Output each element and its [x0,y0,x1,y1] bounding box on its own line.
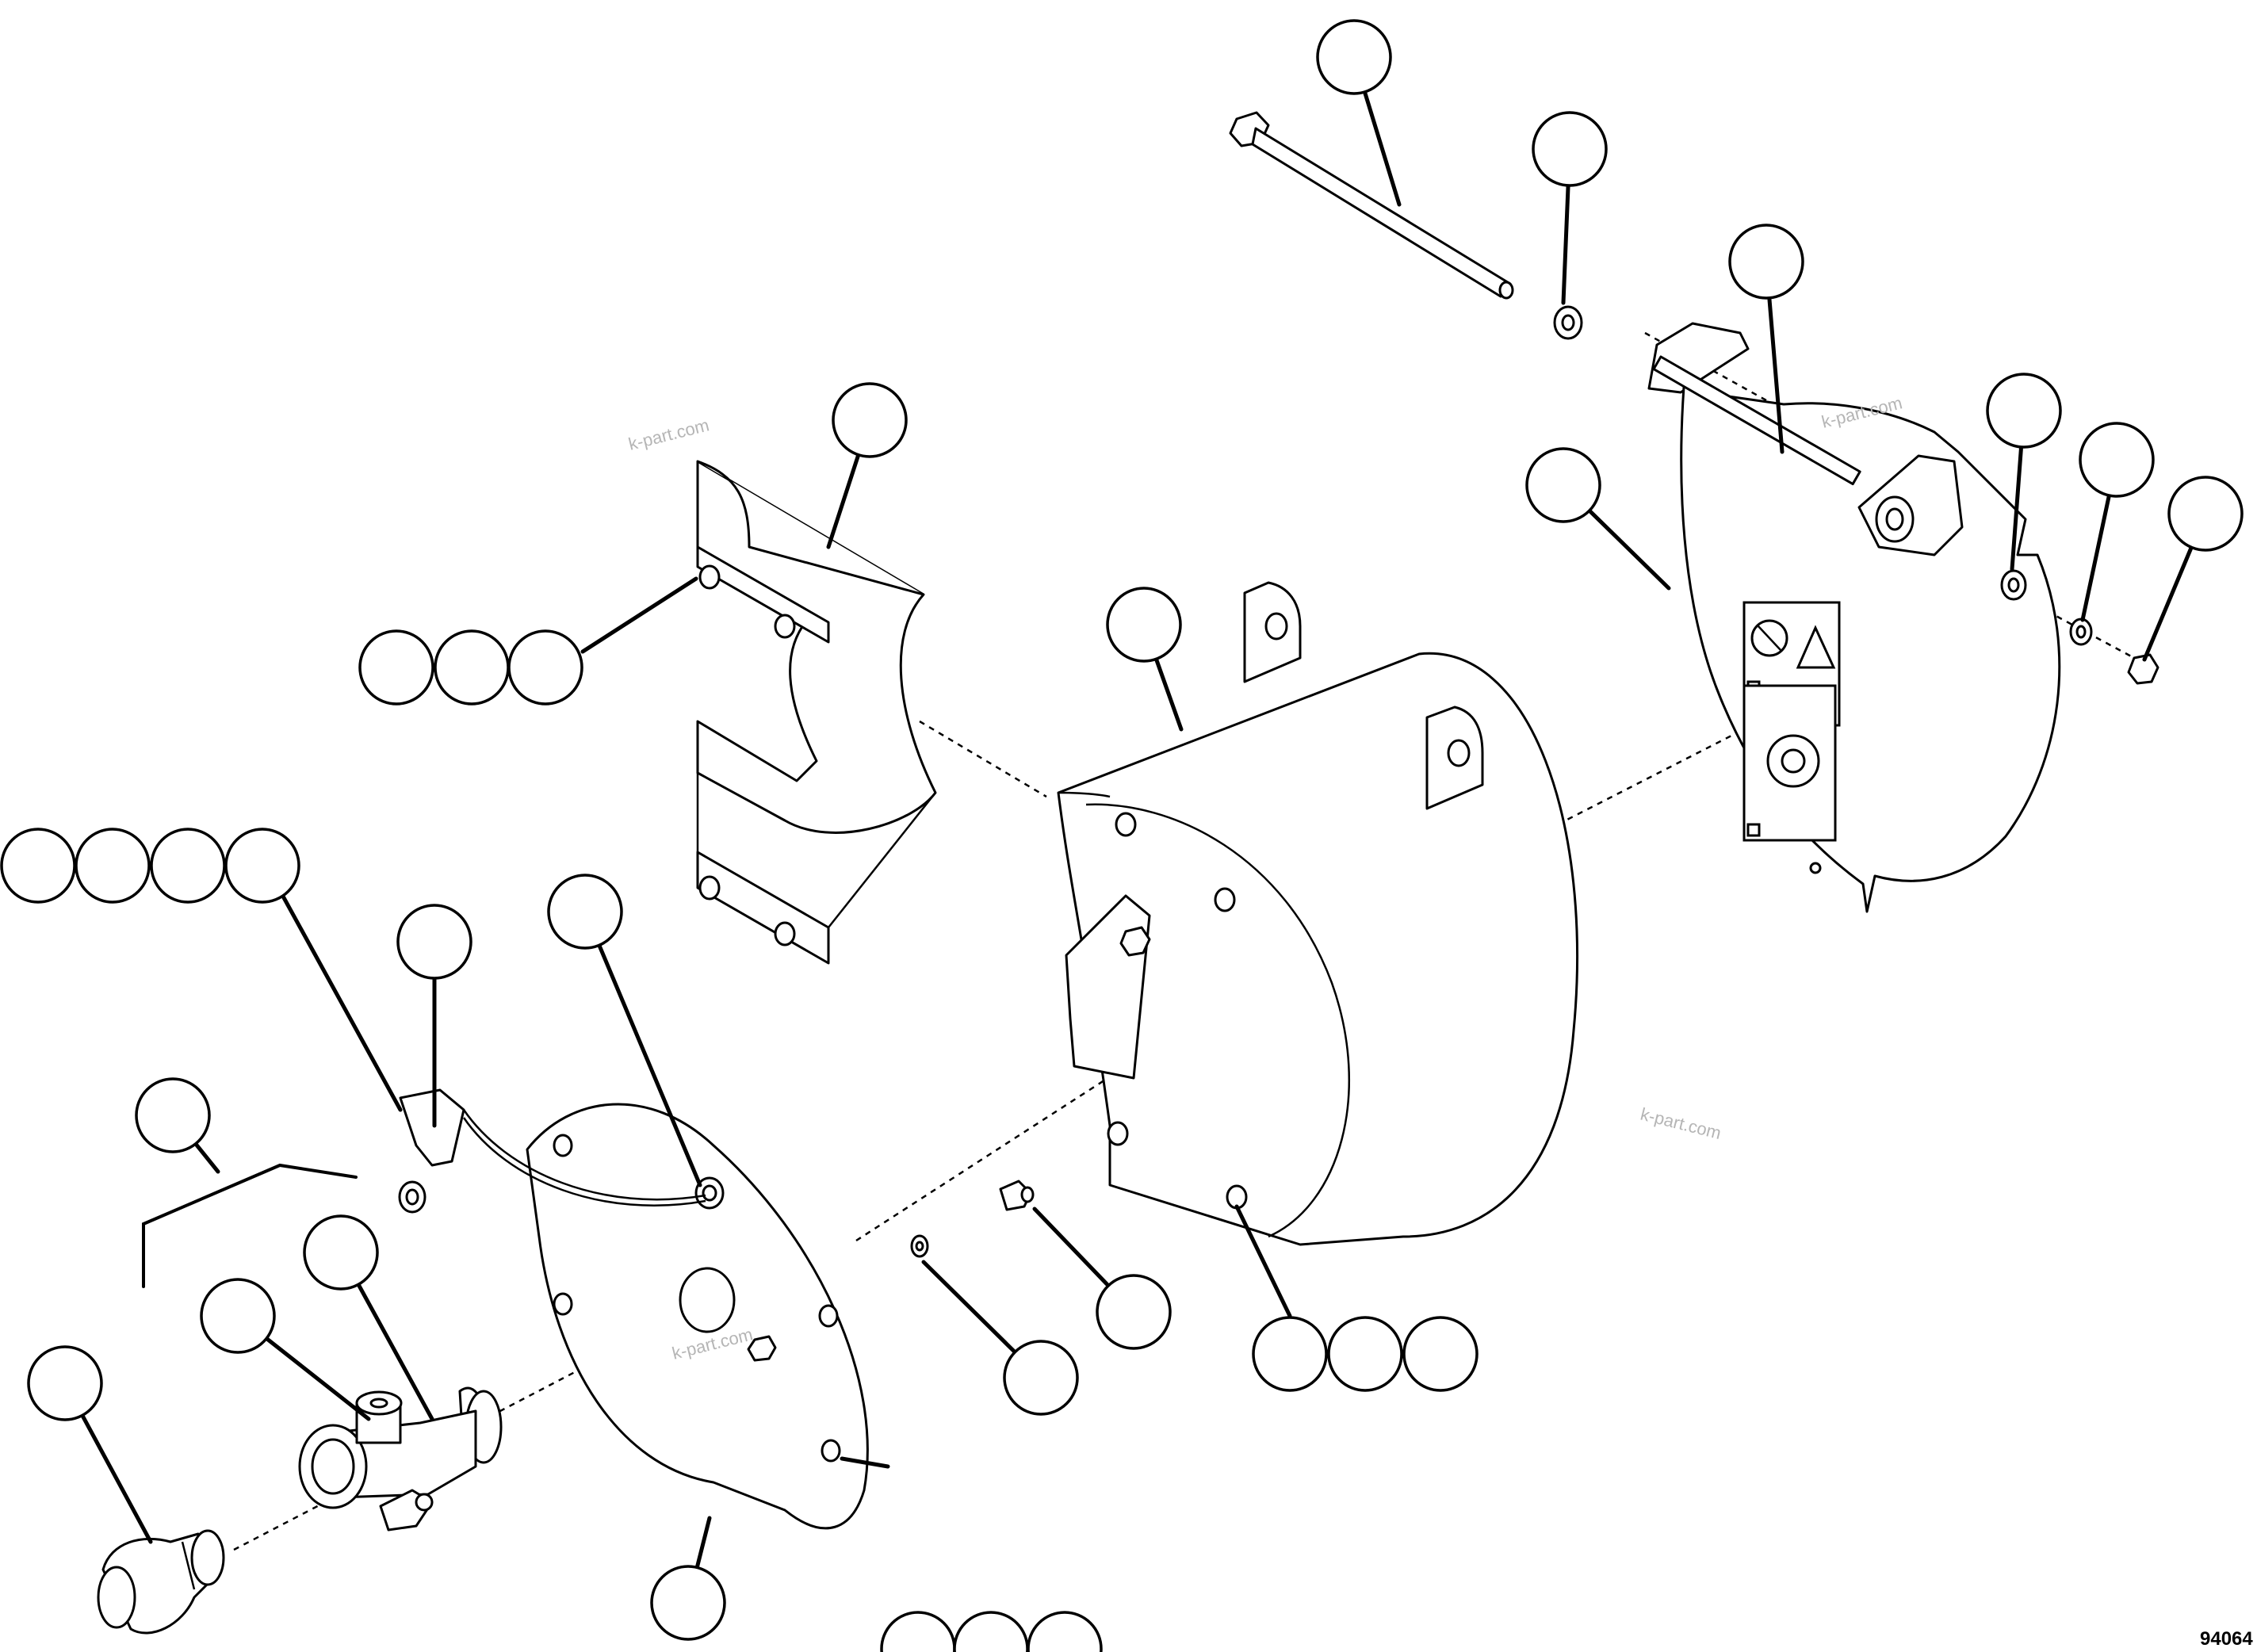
callout-circle [0,828,76,904]
callout-c18 [396,904,472,980]
callout-circle [303,1214,379,1291]
callout-c19 [135,1077,211,1153]
callout-circle [75,828,151,904]
callout-circle [358,629,434,706]
callout-circle [880,1611,956,1652]
callout-c07 [2167,476,2244,552]
callout-c01 [1316,19,1392,95]
callout-c21 [303,1214,379,1291]
callout-c04 [1525,447,1601,523]
long-bolt [1229,111,1514,300]
callout-circle [1532,111,1608,187]
callout-circle [650,1565,726,1641]
callout-c22 [27,1345,103,1421]
figure-number: 94064 [2200,1628,2253,1650]
callout-circle [507,629,583,706]
valve-assembly [298,1386,503,1532]
callout-c14 [75,828,151,904]
callout-circle [832,382,908,458]
callout-circle [200,1278,276,1354]
front-end-plate [526,1103,869,1530]
callout-c17 [547,874,623,950]
small-bolt-center [999,1180,1035,1211]
callouts [0,19,2244,1652]
callout-c12 [507,629,583,706]
callout-circle [1986,373,2062,449]
callout-c30 [1027,1611,1103,1652]
callout-circle [1728,224,1804,300]
callout-c26 [1327,1316,1403,1392]
warning-decals [1742,601,1841,842]
callout-c05 [1986,373,2062,449]
callout-c24 [1003,1340,1079,1416]
fitting-group-bracket [142,1163,358,1288]
hex-nut-right [2127,653,2159,685]
main-housing [1057,581,1579,1246]
callout-c27 [1402,1316,1479,1392]
flat-washer-right [2000,569,2027,601]
callout-c11 [434,629,510,706]
mounting-bracket [696,460,937,965]
callout-c10 [358,629,434,706]
callout-circle [2167,476,2244,552]
callout-c16 [224,828,300,904]
callout-c20 [200,1278,276,1354]
callout-circle [1106,587,1182,663]
callout-circle [953,1611,1029,1652]
callout-circle [1327,1316,1403,1392]
callout-c23 [1096,1274,1172,1350]
callout-circle [1402,1316,1479,1392]
callout-c29 [953,1611,1029,1652]
callout-c09 [1106,587,1182,663]
lock-washer-right [2069,618,2093,646]
callout-c25 [1252,1316,1328,1392]
callout-circle [1096,1274,1172,1350]
elbow-fitting [97,1529,225,1635]
small-washer-center [910,1234,929,1258]
callout-circle [547,874,623,950]
callout-c08 [832,382,908,458]
callout-circle [150,828,226,904]
callout-circle [434,629,510,706]
callout-circle [1003,1340,1079,1416]
callout-circle [1252,1316,1328,1392]
callout-c28 [880,1611,956,1652]
callout-c06 [2079,422,2155,498]
callout-c02 [1532,111,1608,187]
callout-c31 [650,1565,726,1641]
callout-circle [2079,422,2155,498]
callout-circle [27,1345,103,1421]
callout-c15 [150,828,226,904]
callout-circle [224,828,300,904]
flat-washer-top [1553,305,1583,340]
callout-circle [135,1077,211,1153]
callout-c13 [0,828,76,904]
callout-circle [1027,1611,1103,1652]
watermark-1: k-part.com [626,415,711,453]
watermark-3: k-part.com [1639,1104,1723,1143]
callout-c03 [1728,224,1804,300]
callout-circle [1525,447,1601,523]
callout-circle [1316,19,1392,95]
callout-circle [396,904,472,980]
sensor-with-cable [398,1088,706,1214]
